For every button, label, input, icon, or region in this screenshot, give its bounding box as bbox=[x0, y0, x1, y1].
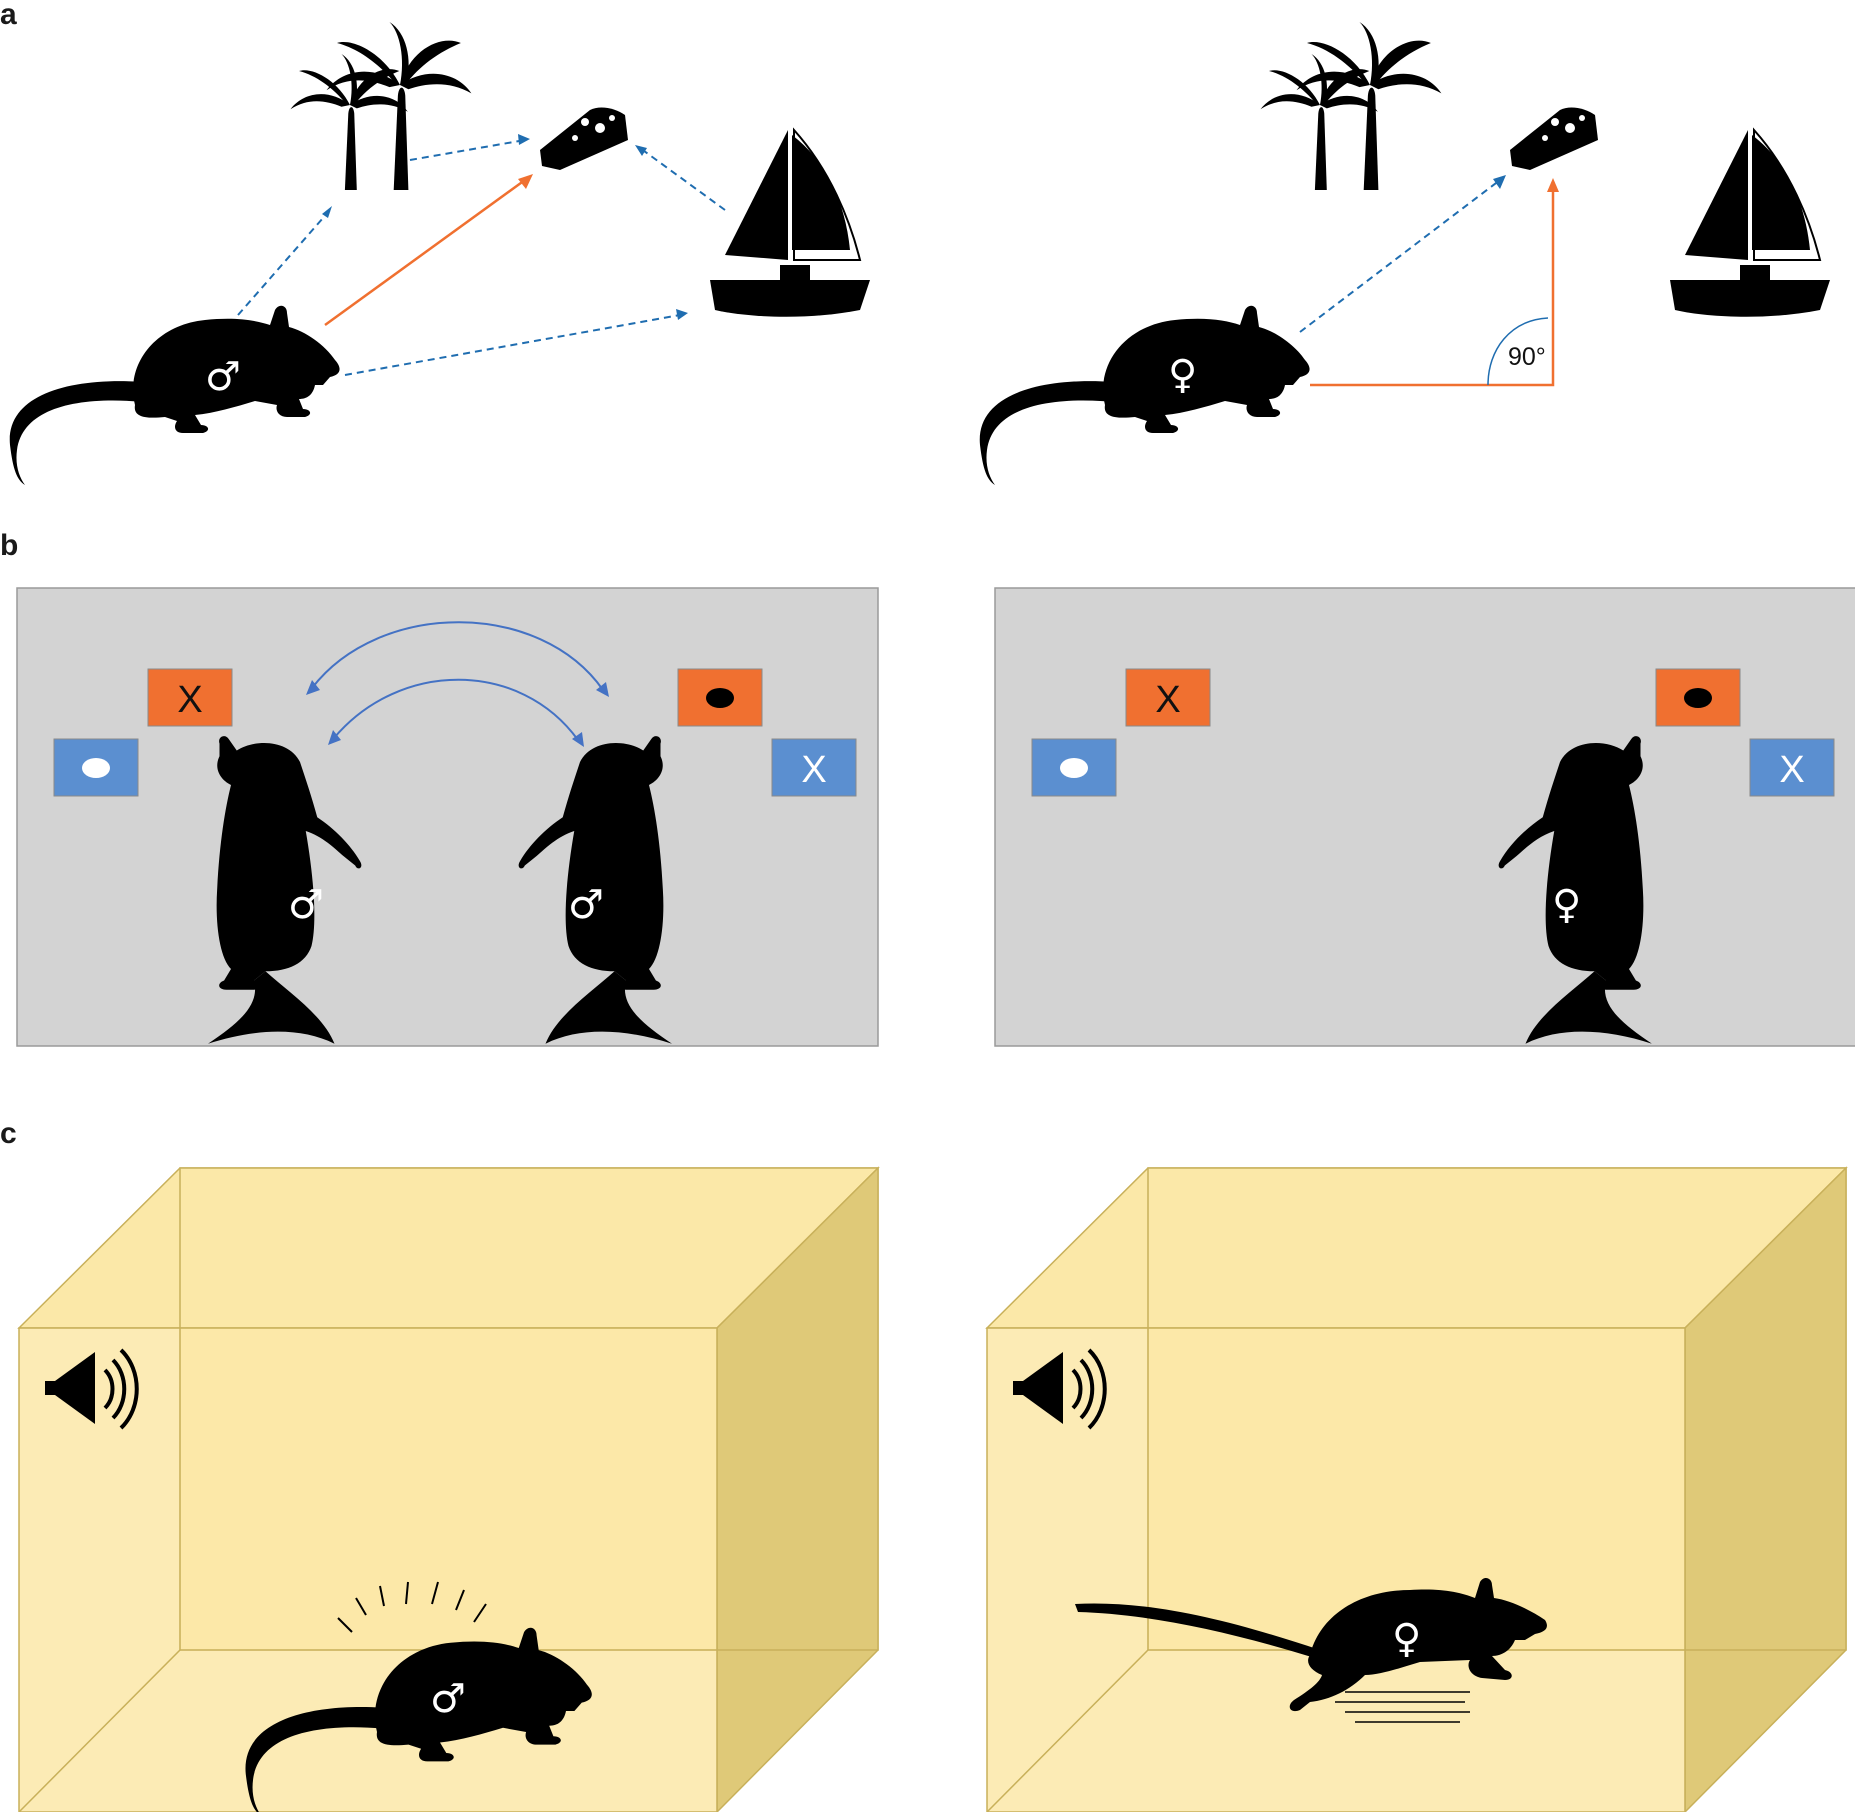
male-symbol: ♂ bbox=[288, 882, 324, 928]
panel-label-c: c bbox=[0, 1117, 17, 1150]
cheese-icon bbox=[1510, 107, 1598, 170]
card-mark: X bbox=[801, 749, 826, 791]
card-mark: X bbox=[1779, 749, 1804, 791]
motion-lines-icon bbox=[337, 1581, 487, 1633]
card-blue-x bbox=[771, 738, 857, 797]
female-symbol: ♀ bbox=[1552, 882, 1581, 928]
rat-icon bbox=[9, 305, 340, 485]
card-orange-x bbox=[147, 668, 233, 727]
rat-icon bbox=[979, 305, 1310, 485]
rat-icon bbox=[1075, 1578, 1547, 1712]
card-blue-x bbox=[1749, 738, 1835, 797]
sailboat-icon bbox=[1669, 129, 1831, 318]
exchange-arrows bbox=[311, 621, 604, 741]
palm-tree-icon bbox=[290, 22, 472, 191]
arrowheads bbox=[306, 680, 609, 747]
cue-arrows bbox=[237, 134, 726, 376]
angle-label: 90° bbox=[1508, 343, 1546, 371]
card-dot bbox=[1684, 688, 1712, 708]
motion-lines-icon bbox=[1335, 1691, 1470, 1723]
male-symbol: ♂ bbox=[430, 1676, 466, 1722]
panel-label-a: a bbox=[0, 0, 17, 31]
cue-arrows bbox=[1299, 175, 1559, 387]
female-symbol: ♀ bbox=[1168, 352, 1197, 398]
card-dot bbox=[82, 758, 110, 778]
box-right bbox=[985, 1166, 1848, 1812]
speaker-icon bbox=[45, 1348, 139, 1430]
arena-left bbox=[16, 587, 879, 1047]
male-symbol: ♂ bbox=[205, 354, 241, 400]
female-symbol: ♀ bbox=[1392, 1616, 1421, 1662]
arena-right bbox=[994, 587, 1855, 1047]
card-mark: X bbox=[1155, 679, 1180, 721]
panel-label-b: b bbox=[0, 529, 18, 562]
card-dot bbox=[706, 688, 734, 708]
box-left bbox=[17, 1166, 880, 1812]
card-orange-x bbox=[1125, 668, 1211, 727]
sailboat-icon bbox=[709, 129, 871, 318]
palm-tree-icon bbox=[1260, 22, 1442, 191]
card-mark: X bbox=[177, 679, 202, 721]
male-symbol: ♂ bbox=[568, 882, 604, 928]
cheese-icon bbox=[540, 107, 628, 170]
speaker-icon bbox=[1013, 1348, 1107, 1430]
card-dot bbox=[1060, 758, 1088, 778]
